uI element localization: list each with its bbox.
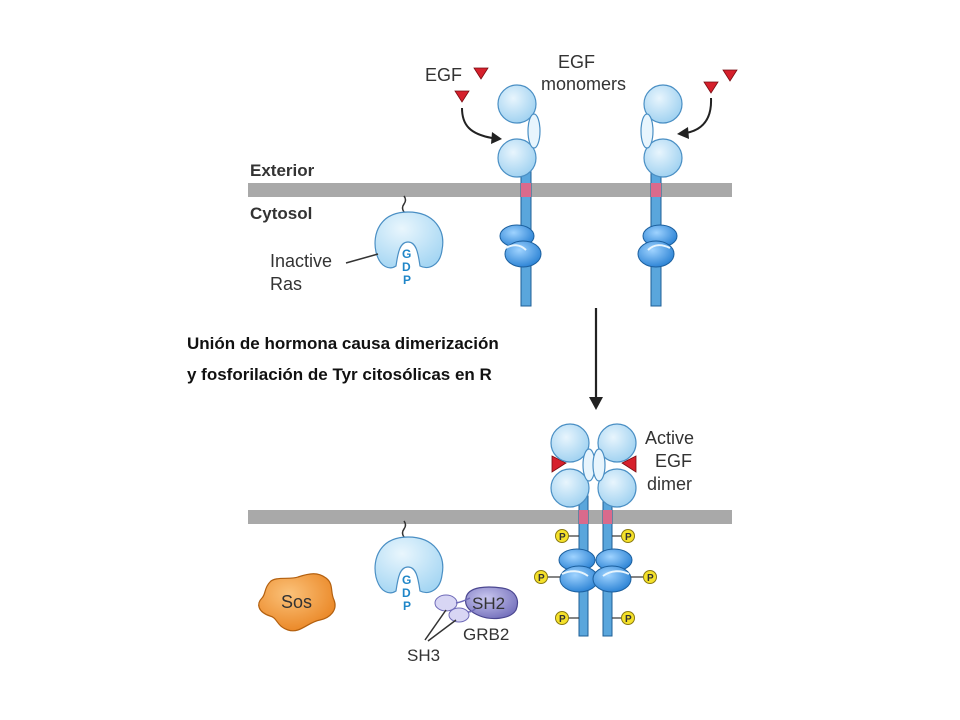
binding-arrow-left bbox=[461, 107, 493, 139]
phosphate-label: P bbox=[538, 573, 545, 584]
phosphate-label: P bbox=[625, 532, 632, 543]
gdp-label: D bbox=[402, 260, 411, 274]
inactive-ras-bottom bbox=[374, 520, 444, 594]
grb2-adaptor bbox=[434, 586, 519, 623]
cytosol-label: Cytosol bbox=[250, 204, 312, 223]
inactive-ras-top bbox=[374, 195, 444, 269]
caption-line-1: Unión de hormona causa dimerización bbox=[187, 334, 499, 353]
egf-monomers-label: EGF bbox=[558, 52, 595, 72]
sh3-label: SH3 bbox=[407, 646, 440, 665]
phosphate-icon bbox=[621, 529, 635, 543]
egf-ligand-icon bbox=[473, 67, 489, 80]
egf-ligand-icon bbox=[454, 90, 470, 103]
sh2-label: SH2 bbox=[472, 594, 505, 613]
sos-protein bbox=[258, 573, 336, 632]
inactive-ras-label: Inactive bbox=[270, 251, 332, 271]
inactive-ras-pointer bbox=[345, 253, 379, 264]
sh3-pointer bbox=[424, 609, 447, 641]
membrane-top bbox=[248, 183, 732, 197]
grb2-label: GRB2 bbox=[463, 625, 509, 644]
binding-arrow-left-head bbox=[491, 132, 502, 144]
phosphate-label: P bbox=[647, 573, 654, 584]
membrane-bottom bbox=[248, 510, 732, 524]
gdp-label: G bbox=[402, 573, 411, 587]
phosphate-groups bbox=[534, 529, 657, 625]
egf-monomers-label: monomers bbox=[541, 74, 626, 94]
egf-receptor-monomer-left bbox=[497, 84, 542, 307]
active-dimer-label: EGF bbox=[655, 451, 692, 471]
phosphate-icon bbox=[621, 611, 635, 625]
active-dimer-label: Active bbox=[645, 428, 694, 448]
phosphate-icon bbox=[555, 611, 569, 625]
active-dimer-label: dimer bbox=[647, 474, 692, 494]
phosphate-label: P bbox=[559, 532, 566, 543]
phosphate-icon bbox=[643, 570, 657, 584]
exterior-label: Exterior bbox=[250, 161, 315, 180]
gdp-label: D bbox=[402, 586, 411, 600]
sos-label: Sos bbox=[281, 592, 312, 612]
binding-arrow-right bbox=[685, 97, 713, 134]
egf-ligand-icon bbox=[703, 81, 719, 94]
inactive-ras-label: Ras bbox=[270, 274, 302, 294]
phosphate-icon bbox=[555, 529, 569, 543]
gdp-label: G bbox=[402, 247, 411, 261]
binding-arrow-right-head bbox=[677, 127, 689, 139]
process-arrow-head bbox=[589, 397, 603, 410]
gdp-label: P bbox=[403, 273, 411, 287]
phosphate-label: P bbox=[559, 614, 566, 625]
sh3-pointer bbox=[427, 619, 457, 642]
egf-label: EGF bbox=[425, 65, 462, 85]
phosphate-icon bbox=[534, 570, 548, 584]
phosphate-label: P bbox=[625, 614, 632, 625]
egf-receptor-monomer-right bbox=[637, 84, 683, 307]
caption-line-2: y fosforilación de Tyr citosólicas en R bbox=[187, 365, 492, 384]
gdp-label: P bbox=[403, 599, 411, 613]
egf-ligand-icon bbox=[722, 69, 738, 82]
active-egf-dimer bbox=[550, 423, 637, 637]
